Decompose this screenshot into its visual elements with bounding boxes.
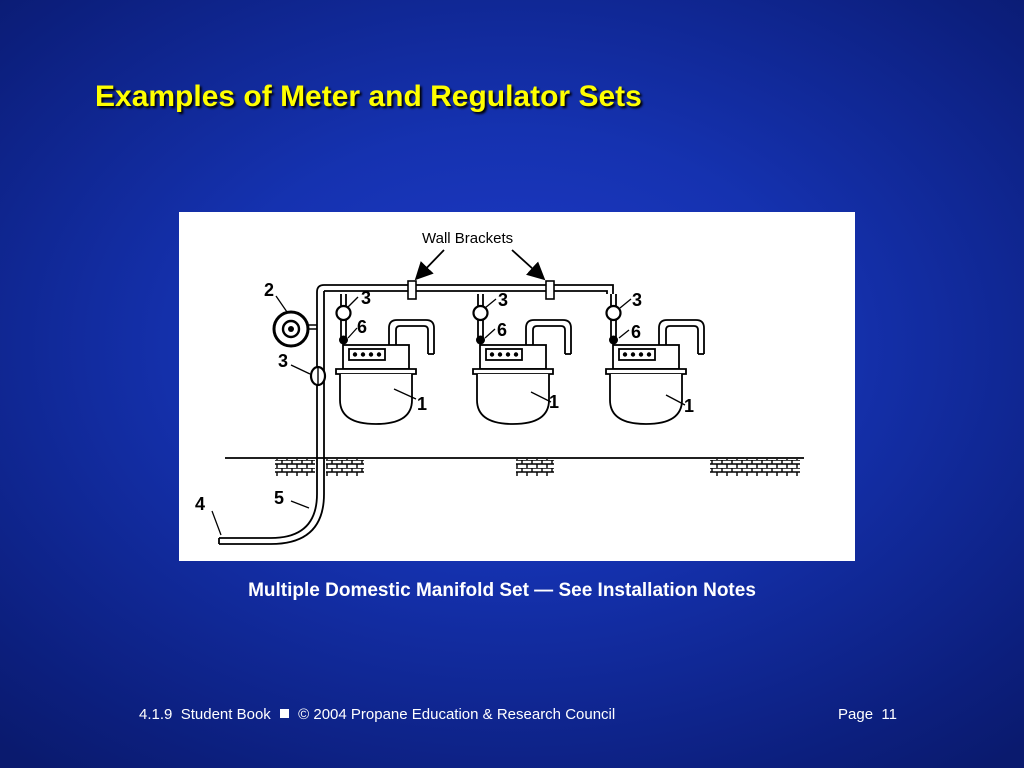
- callout-inlet-1: 6: [357, 317, 367, 337]
- meter-set: [472, 294, 572, 425]
- wall-bracket-2: [545, 280, 555, 300]
- wall-bracket-1: [407, 280, 417, 300]
- meter-set: [335, 294, 435, 425]
- regulator: [272, 310, 317, 348]
- callout-meter-3: 1: [684, 396, 694, 416]
- callout-regulator: 2: [264, 280, 274, 300]
- underground-line-inner: [219, 462, 325, 545]
- ground-block: [710, 459, 800, 476]
- ground-block: [275, 459, 315, 476]
- callout-valve-1: 3: [361, 288, 371, 308]
- callout-meter-2: 1: [549, 392, 559, 412]
- slide-title: Examples of Meter and Regulator Sets: [95, 80, 642, 113]
- callout-meter-1: 1: [417, 394, 427, 414]
- wall-bracket-arrow-right: [511, 249, 546, 281]
- ground-block: [326, 459, 364, 476]
- ground-block: [516, 459, 554, 476]
- callout-riser-valve: 3: [278, 351, 288, 371]
- manifold-diagram: Wall Brackets: [179, 212, 855, 561]
- manifold-diagram-drawing: Wall Brackets: [195, 230, 804, 545]
- callout-underground-line: 5: [274, 488, 284, 508]
- square-bullet-icon: [279, 709, 289, 718]
- callout-inlet-3: 6: [631, 322, 641, 342]
- wall-bracket-arrow-left: [414, 249, 445, 281]
- callout-supply-end: 4: [195, 494, 205, 514]
- footer-book: Student Book: [180, 706, 271, 723]
- footer-course-ref: 4.1.9: [139, 706, 173, 723]
- page-number: Page 11: [838, 706, 897, 723]
- callout-inlet-2: 6: [497, 320, 507, 340]
- riser-valve: [309, 365, 327, 387]
- figure-caption: Multiple Domestic Manifold Set — See Ins…: [248, 580, 756, 601]
- underground-line-outer: [219, 462, 318, 539]
- wall-brackets-label: Wall Brackets: [422, 230, 513, 247]
- callout-leaders: [211, 295, 686, 536]
- page-label: Page: [838, 706, 874, 723]
- page-number-value: 11: [881, 706, 897, 723]
- footer: 4.1.9 Student Book © 2004 Propane Educat…: [139, 706, 615, 723]
- footer-copyright: © 2004 Propane Education & Research Coun…: [298, 706, 616, 723]
- meter-set: [605, 294, 705, 425]
- callout-valve-3: 3: [632, 290, 642, 310]
- callout-valve-2: 3: [498, 290, 508, 310]
